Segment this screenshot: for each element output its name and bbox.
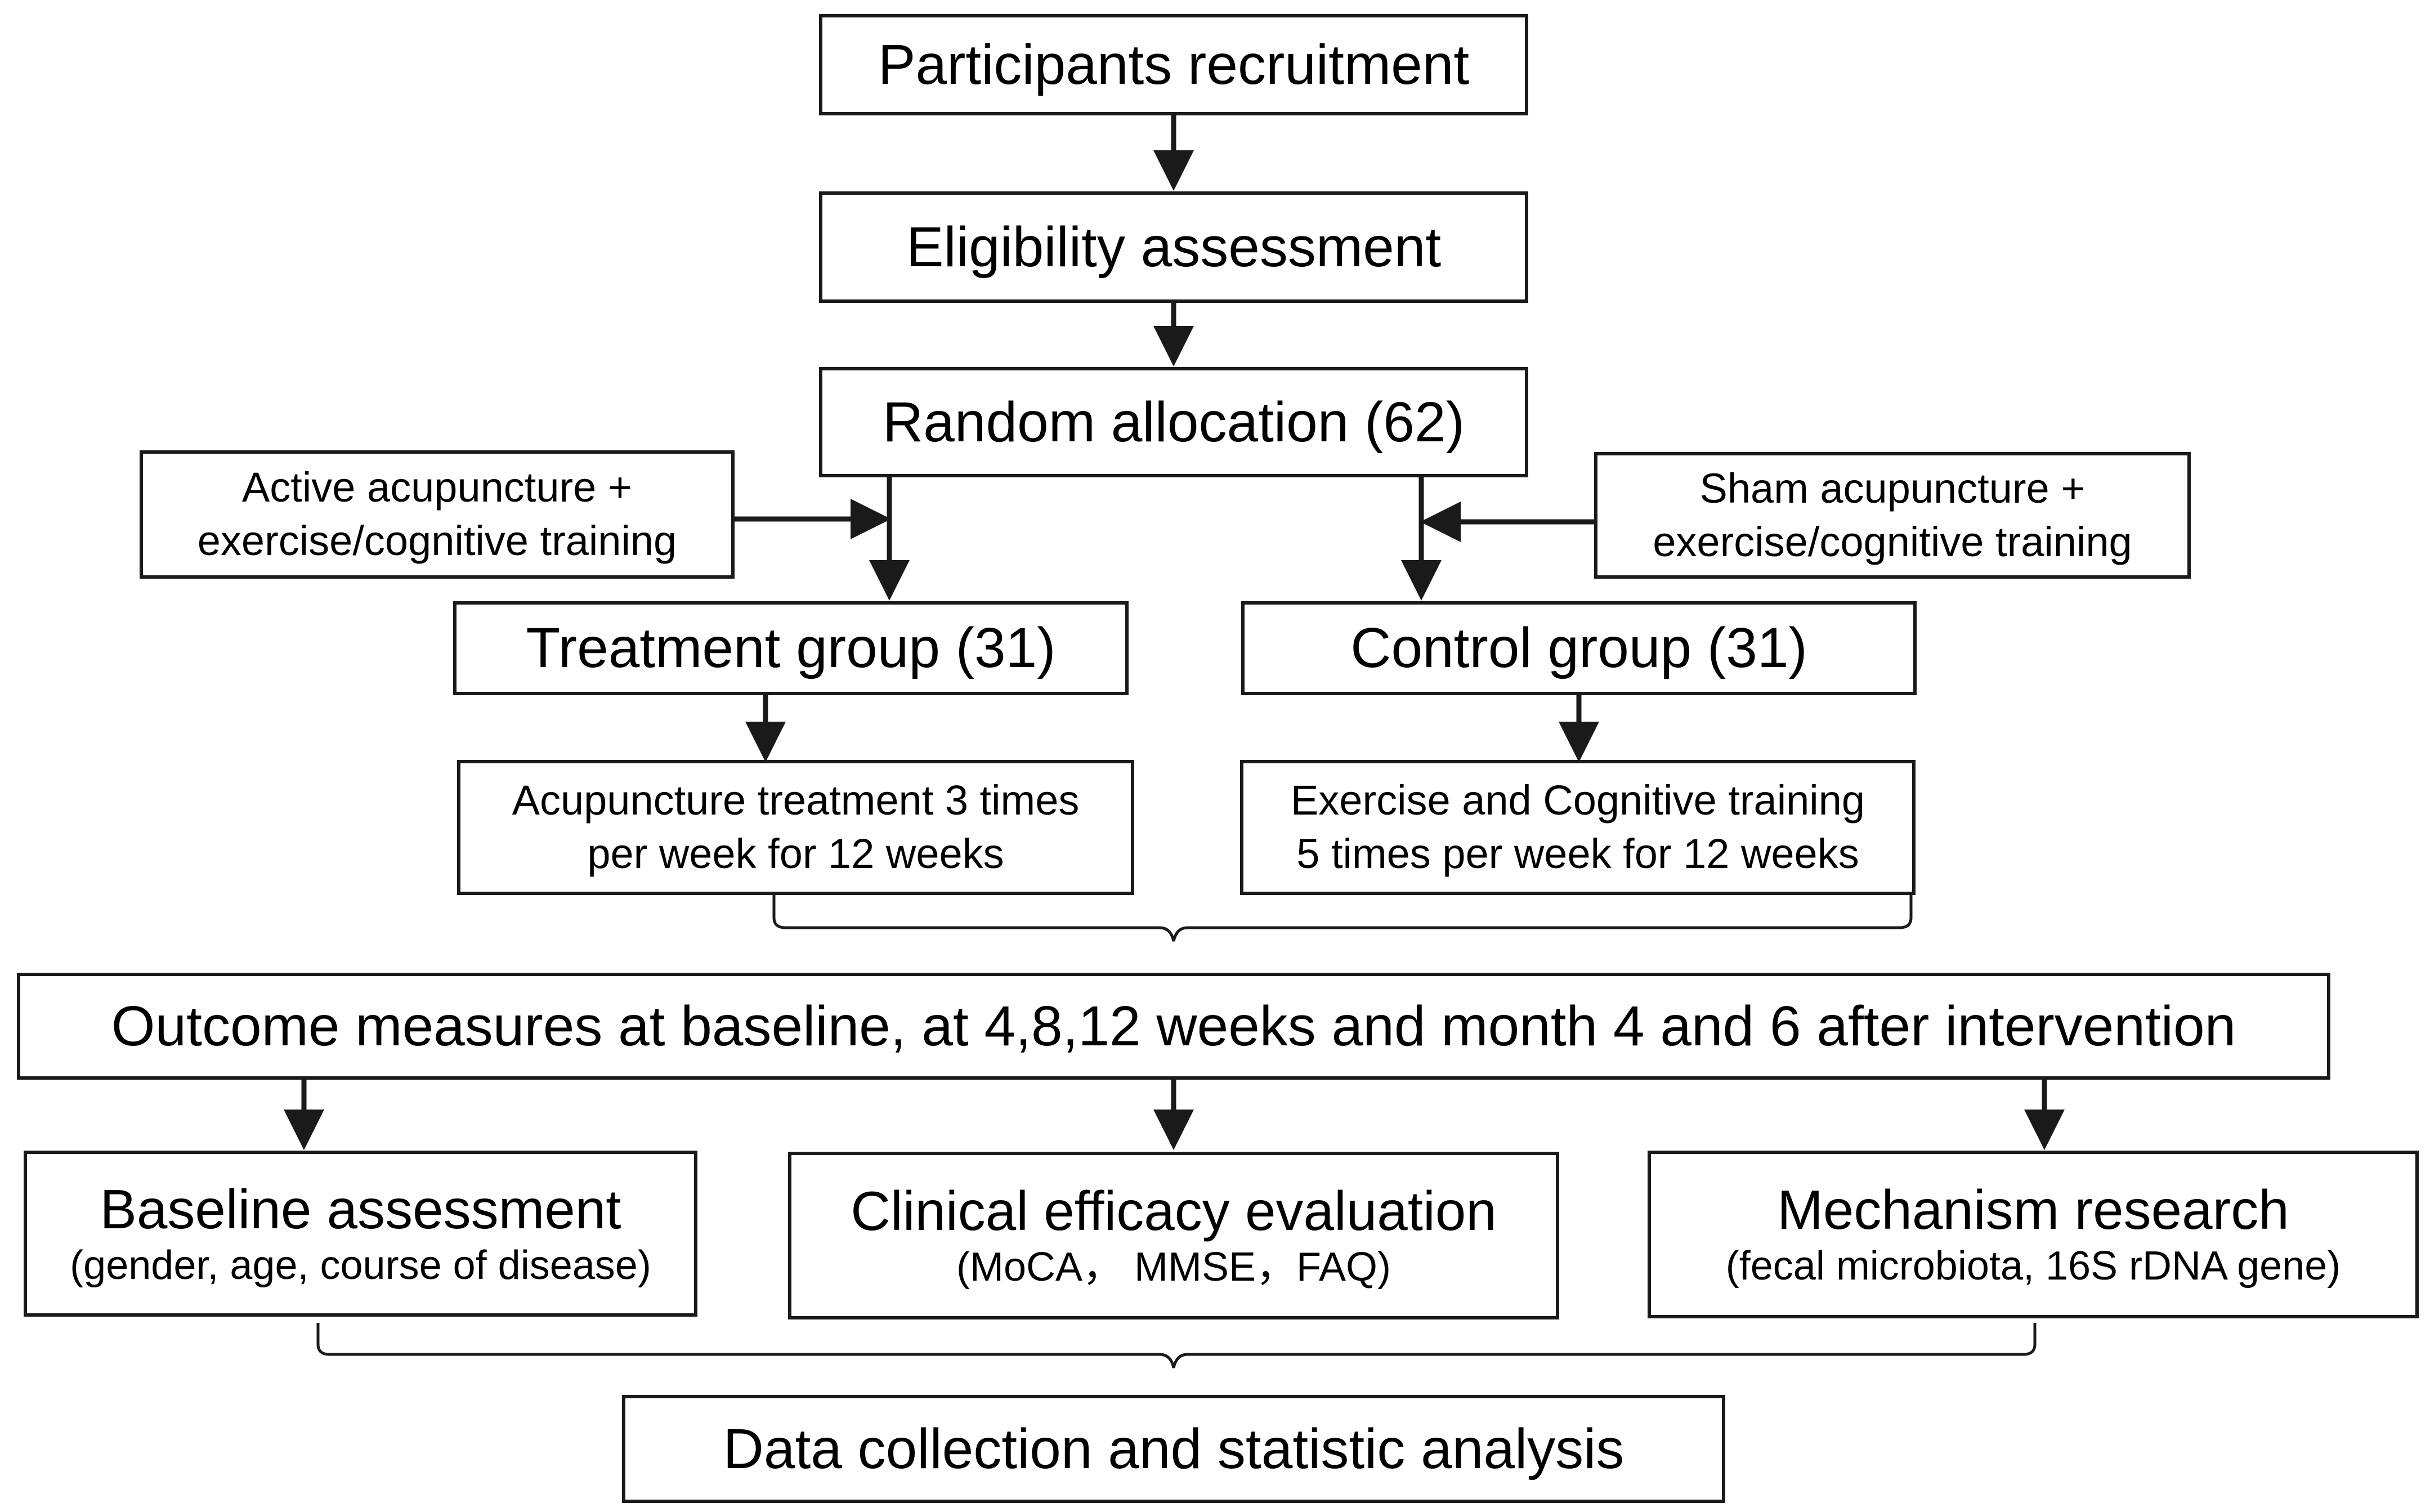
treatment-schedule-line1: Acupuncture treatment 3 times	[512, 777, 1080, 824]
bracket-evaluations-to-analysis	[316, 1323, 2037, 1368]
outcome-measures-label: Outcome measures at baseline, at 4,8,12 …	[111, 994, 2236, 1058]
sham-intervention-line1: Sham acupuncture +	[1699, 464, 2086, 512]
active-intervention-line1: Active acupuncture +	[241, 464, 633, 511]
participants-recruitment-box: Participants recruitment	[819, 14, 1528, 115]
baseline-assessment-detail: (gender, age, course of disease)	[70, 1242, 651, 1288]
random-allocation-label: Random allocation (62)	[883, 390, 1465, 454]
control-schedule-box: Exercise and Cognitive training 5 times …	[1240, 760, 1916, 895]
sham-intervention-box: Sham acupuncture + exercise/cognitive tr…	[1594, 452, 2191, 579]
baseline-assessment-title: Baseline assessment	[100, 1178, 621, 1240]
eligibility-assessment-box: Eligibility assessment	[819, 191, 1528, 303]
clinical-efficacy-detail: (MoCA， MMSE，FAQ)	[956, 1245, 1391, 1290]
clinical-efficacy-title: Clinical efficacy evaluation	[851, 1180, 1497, 1242]
data-analysis-box: Data collection and statistic analysis	[622, 1395, 1725, 1503]
eligibility-assessment-label: Eligibility assessment	[906, 215, 1442, 279]
treatment-schedule-box: Acupuncture treatment 3 times per week f…	[457, 760, 1134, 895]
mechanism-research-box: Mechanism research (fecal microbiota, 16…	[1648, 1151, 2419, 1318]
control-schedule-line2: 5 times per week for 12 weeks	[1296, 830, 1859, 877]
mechanism-research-title: Mechanism research	[1777, 1179, 2289, 1241]
treatment-schedule-line2: per week for 12 weeks	[587, 830, 1004, 877]
treatment-group-label: Treatment group (31)	[526, 616, 1056, 679]
mechanism-research-detail: (fecal microbiota, 16S rDNA gene)	[1725, 1243, 2341, 1289]
baseline-assessment-box: Baseline assessment (gender, age, course…	[24, 1151, 697, 1317]
bracket-schedules-to-outcome	[772, 895, 1913, 942]
sham-intervention-line2: exercise/cognitive training	[1653, 518, 2132, 565]
treatment-group-box: Treatment group (31)	[453, 601, 1129, 695]
control-group-box: Control group (31)	[1241, 601, 1917, 695]
control-group-label: Control group (31)	[1350, 616, 1807, 679]
control-schedule-line1: Exercise and Cognitive training	[1290, 777, 1865, 824]
outcome-measures-box: Outcome measures at baseline, at 4,8,12 …	[17, 973, 2330, 1080]
participants-recruitment-label: Participants recruitment	[878, 33, 1470, 96]
active-intervention-box: Active acupuncture + exercise/cognitive …	[140, 450, 735, 579]
data-analysis-label: Data collection and statistic analysis	[723, 1417, 1625, 1480]
active-intervention-line2: exercise/cognitive training	[197, 517, 677, 564]
clinical-efficacy-box: Clinical efficacy evaluation (MoCA， MMSE…	[788, 1152, 1559, 1319]
random-allocation-box: Random allocation (62)	[819, 367, 1528, 477]
